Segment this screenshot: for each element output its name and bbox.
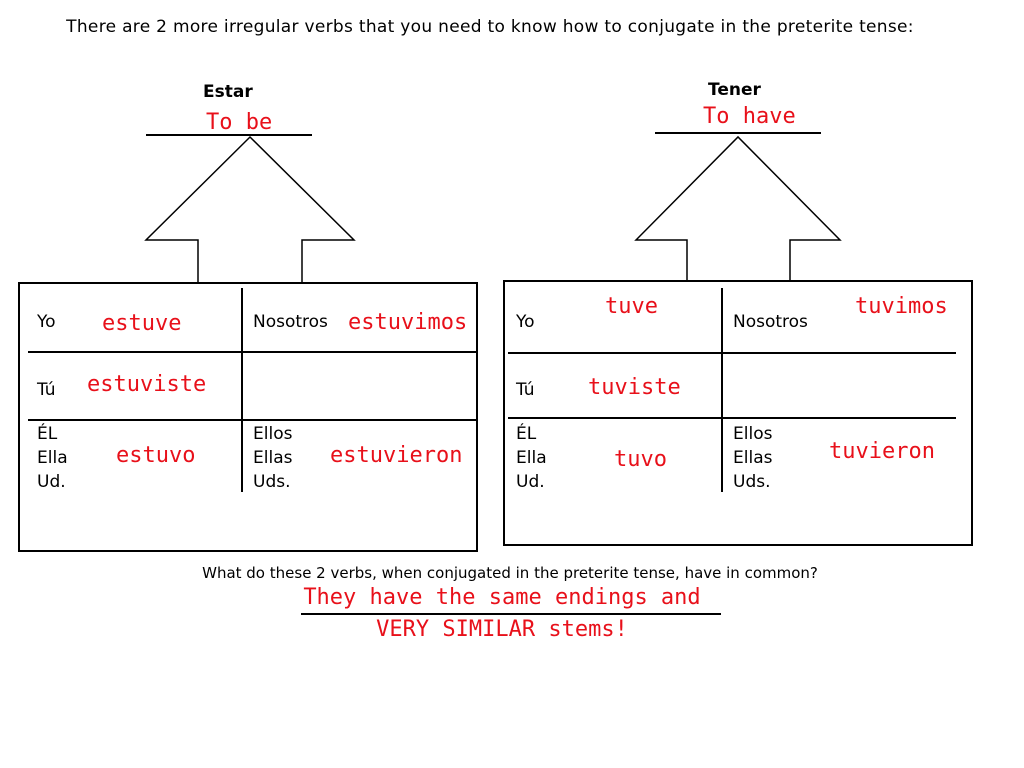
tener-arrow — [634, 135, 842, 280]
estar-label-el: ÉL — [37, 424, 58, 444]
tener-label-el: ÉL — [516, 424, 537, 444]
estar-arrow — [144, 135, 356, 282]
estar-conjugation-box — [18, 282, 478, 552]
tener-grid-vertical — [721, 288, 723, 492]
estar-label-el-ella-ud: ÉL Ella Ud. — [37, 422, 68, 494]
tener-meaning: To have — [703, 104, 796, 129]
tener-grid-row2 — [508, 417, 956, 419]
estar-form-el: estuvo — [116, 443, 196, 468]
verb-title-estar: Estar — [203, 82, 253, 102]
estar-grid-row2 — [28, 419, 476, 421]
tener-form-ellos: tuvieron — [829, 439, 935, 464]
tener-label-ud: Ud. — [516, 472, 545, 492]
tener-label-tu: Tú — [516, 380, 535, 400]
tener-conjugation-box — [503, 280, 973, 546]
estar-form-ellos: estuvieron — [330, 443, 463, 468]
tener-form-nosotros: tuvimos — [855, 294, 948, 319]
estar-label-uds: Uds. — [253, 472, 291, 492]
estar-grid-vertical — [241, 288, 243, 492]
estar-label-yo: Yo — [37, 312, 56, 332]
tener-grid-row1 — [508, 352, 956, 354]
tener-form-el: tuvo — [614, 447, 667, 472]
estar-grid-row1 — [28, 351, 476, 353]
tener-label-yo: Yo — [516, 312, 535, 332]
answer-line-2: VERY SIMILAR stems! — [376, 617, 628, 642]
estar-label-ud: Ud. — [37, 472, 66, 492]
tener-title-underline — [655, 132, 821, 134]
answer-underline — [301, 613, 721, 615]
tener-label-ellos: Ellos — [733, 424, 773, 444]
question-text: What do these 2 verbs, when conjugated i… — [202, 564, 818, 582]
tener-label-uds: Uds. — [733, 472, 771, 492]
tener-label-ellos-ellas-uds: Ellos Ellas Uds. — [733, 422, 772, 494]
tener-form-tu: tuviste — [588, 375, 681, 400]
tener-label-el-ella-ud: ÉL Ella Ud. — [516, 422, 547, 494]
estar-form-nosotros: estuvimos — [348, 310, 468, 335]
estar-label-ellos-ellas-uds: Ellos Ellas Uds. — [253, 422, 292, 494]
estar-form-yo: estuve — [102, 311, 182, 336]
estar-title-underline — [146, 134, 312, 136]
tener-label-ella: Ella — [516, 448, 547, 468]
intro-text: There are 2 more irregular verbs that yo… — [66, 17, 914, 37]
estar-label-tu: Tú — [37, 380, 56, 400]
estar-label-ellas: Ellas — [253, 448, 293, 468]
estar-label-ellos: Ellos — [253, 424, 293, 444]
answer-line-1: They have the same endings and — [303, 585, 701, 610]
tener-label-ellas: Ellas — [733, 448, 773, 468]
estar-label-nosotros: Nosotros — [253, 312, 328, 332]
verb-title-tener: Tener — [708, 80, 761, 100]
estar-label-ella: Ella — [37, 448, 68, 468]
estar-meaning: To be — [206, 110, 273, 135]
estar-form-tu: estuviste — [87, 372, 207, 397]
tener-label-nosotros: Nosotros — [733, 312, 808, 332]
tener-form-yo: tuve — [605, 294, 658, 319]
